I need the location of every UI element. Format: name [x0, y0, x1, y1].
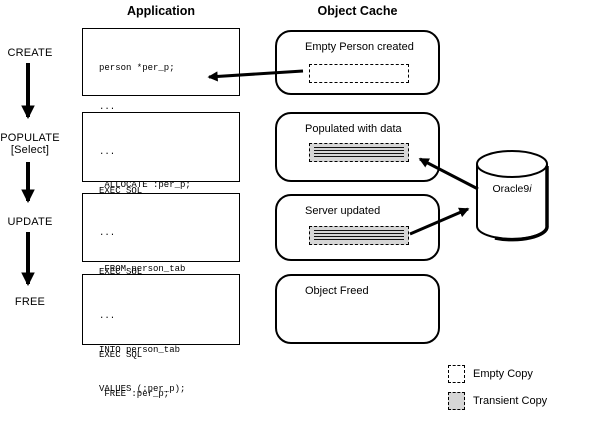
code-line: INTO person_tab [99, 345, 181, 355]
code-line: ... [99, 147, 116, 157]
cache-box-label: Object Freed [305, 285, 369, 297]
lifecycle-label-populate-sub: [Select] [10, 144, 50, 156]
empty-copy-rect [309, 64, 409, 83]
database-cylinder: Oracle9i [476, 150, 549, 242]
application-box-create: person *per_p; ... EXEC SQL ALLOCATE :pe… [82, 28, 240, 190]
lifecycle-label-populate: POPULATE [Select] [0, 132, 60, 156]
lifecycle-label-create: CREATE [7, 47, 53, 59]
cache-box-label: Server updated [305, 205, 381, 217]
code-line: EXEC SQL [99, 186, 143, 196]
code-line: FREE :per_p; [99, 389, 170, 399]
cache-box-empty-person: Empty Person created [275, 30, 440, 95]
transient-copy-swatch-icon [448, 392, 465, 410]
cache-box-object-freed: Object Freed [275, 274, 440, 344]
code-line: FROM person_tab [99, 264, 186, 274]
application-box-populate: ... EXEC SQL SELECT ...INTO :per_p FROM … [82, 112, 240, 313]
code-line: EXEC SQL [99, 267, 143, 277]
application-box-update: ... EXEC SQL INSERT INTO person_tab VALU… [82, 193, 240, 394]
legend-row-empty-copy: Empty Copy [448, 365, 533, 383]
cache-box-server-updated: Server updated [275, 194, 440, 261]
code-line: ... [99, 102, 116, 112]
empty-copy-swatch-icon [448, 365, 465, 383]
code-line: person *per_p; [99, 63, 175, 73]
lifecycle-label-populate-main: POPULATE [0, 132, 60, 144]
legend-label-transient: Transient Copy [473, 395, 548, 407]
object-cache-column-header: Object Cache [317, 4, 398, 18]
lifecycle-label-update: UPDATE [7, 216, 53, 228]
cylinder-shadow-edge [494, 166, 549, 242]
application-column-header: Application [126, 4, 196, 18]
cache-box-populated: Populated with data [275, 112, 440, 182]
legend-row-transient-copy: Transient Copy [448, 392, 547, 410]
cache-box-label: Populated with data [305, 123, 402, 135]
code-line: ... [99, 311, 116, 321]
data-hatch-lines [314, 230, 404, 241]
code-line: ALLOCATE :per_p; [99, 180, 191, 190]
cache-box-label: Empty Person created [305, 41, 414, 53]
code-line: ... [99, 228, 116, 238]
database-label: Oracle9i [492, 183, 532, 195]
legend-label-empty: Empty Copy [473, 368, 533, 380]
lifecycle-label-free: FREE [14, 296, 46, 308]
data-hatch-lines [314, 147, 404, 158]
code-line: VALUES (:per_p); [99, 384, 186, 394]
code-line: EXEC SQL [99, 350, 143, 360]
transient-copy-rect [309, 226, 409, 245]
transient-copy-rect [309, 143, 409, 162]
application-box-free: ... EXEC SQL FREE :per_p; [82, 274, 240, 399]
code-block-free: ... EXEC SQL FREE :per_p; [83, 275, 239, 427]
